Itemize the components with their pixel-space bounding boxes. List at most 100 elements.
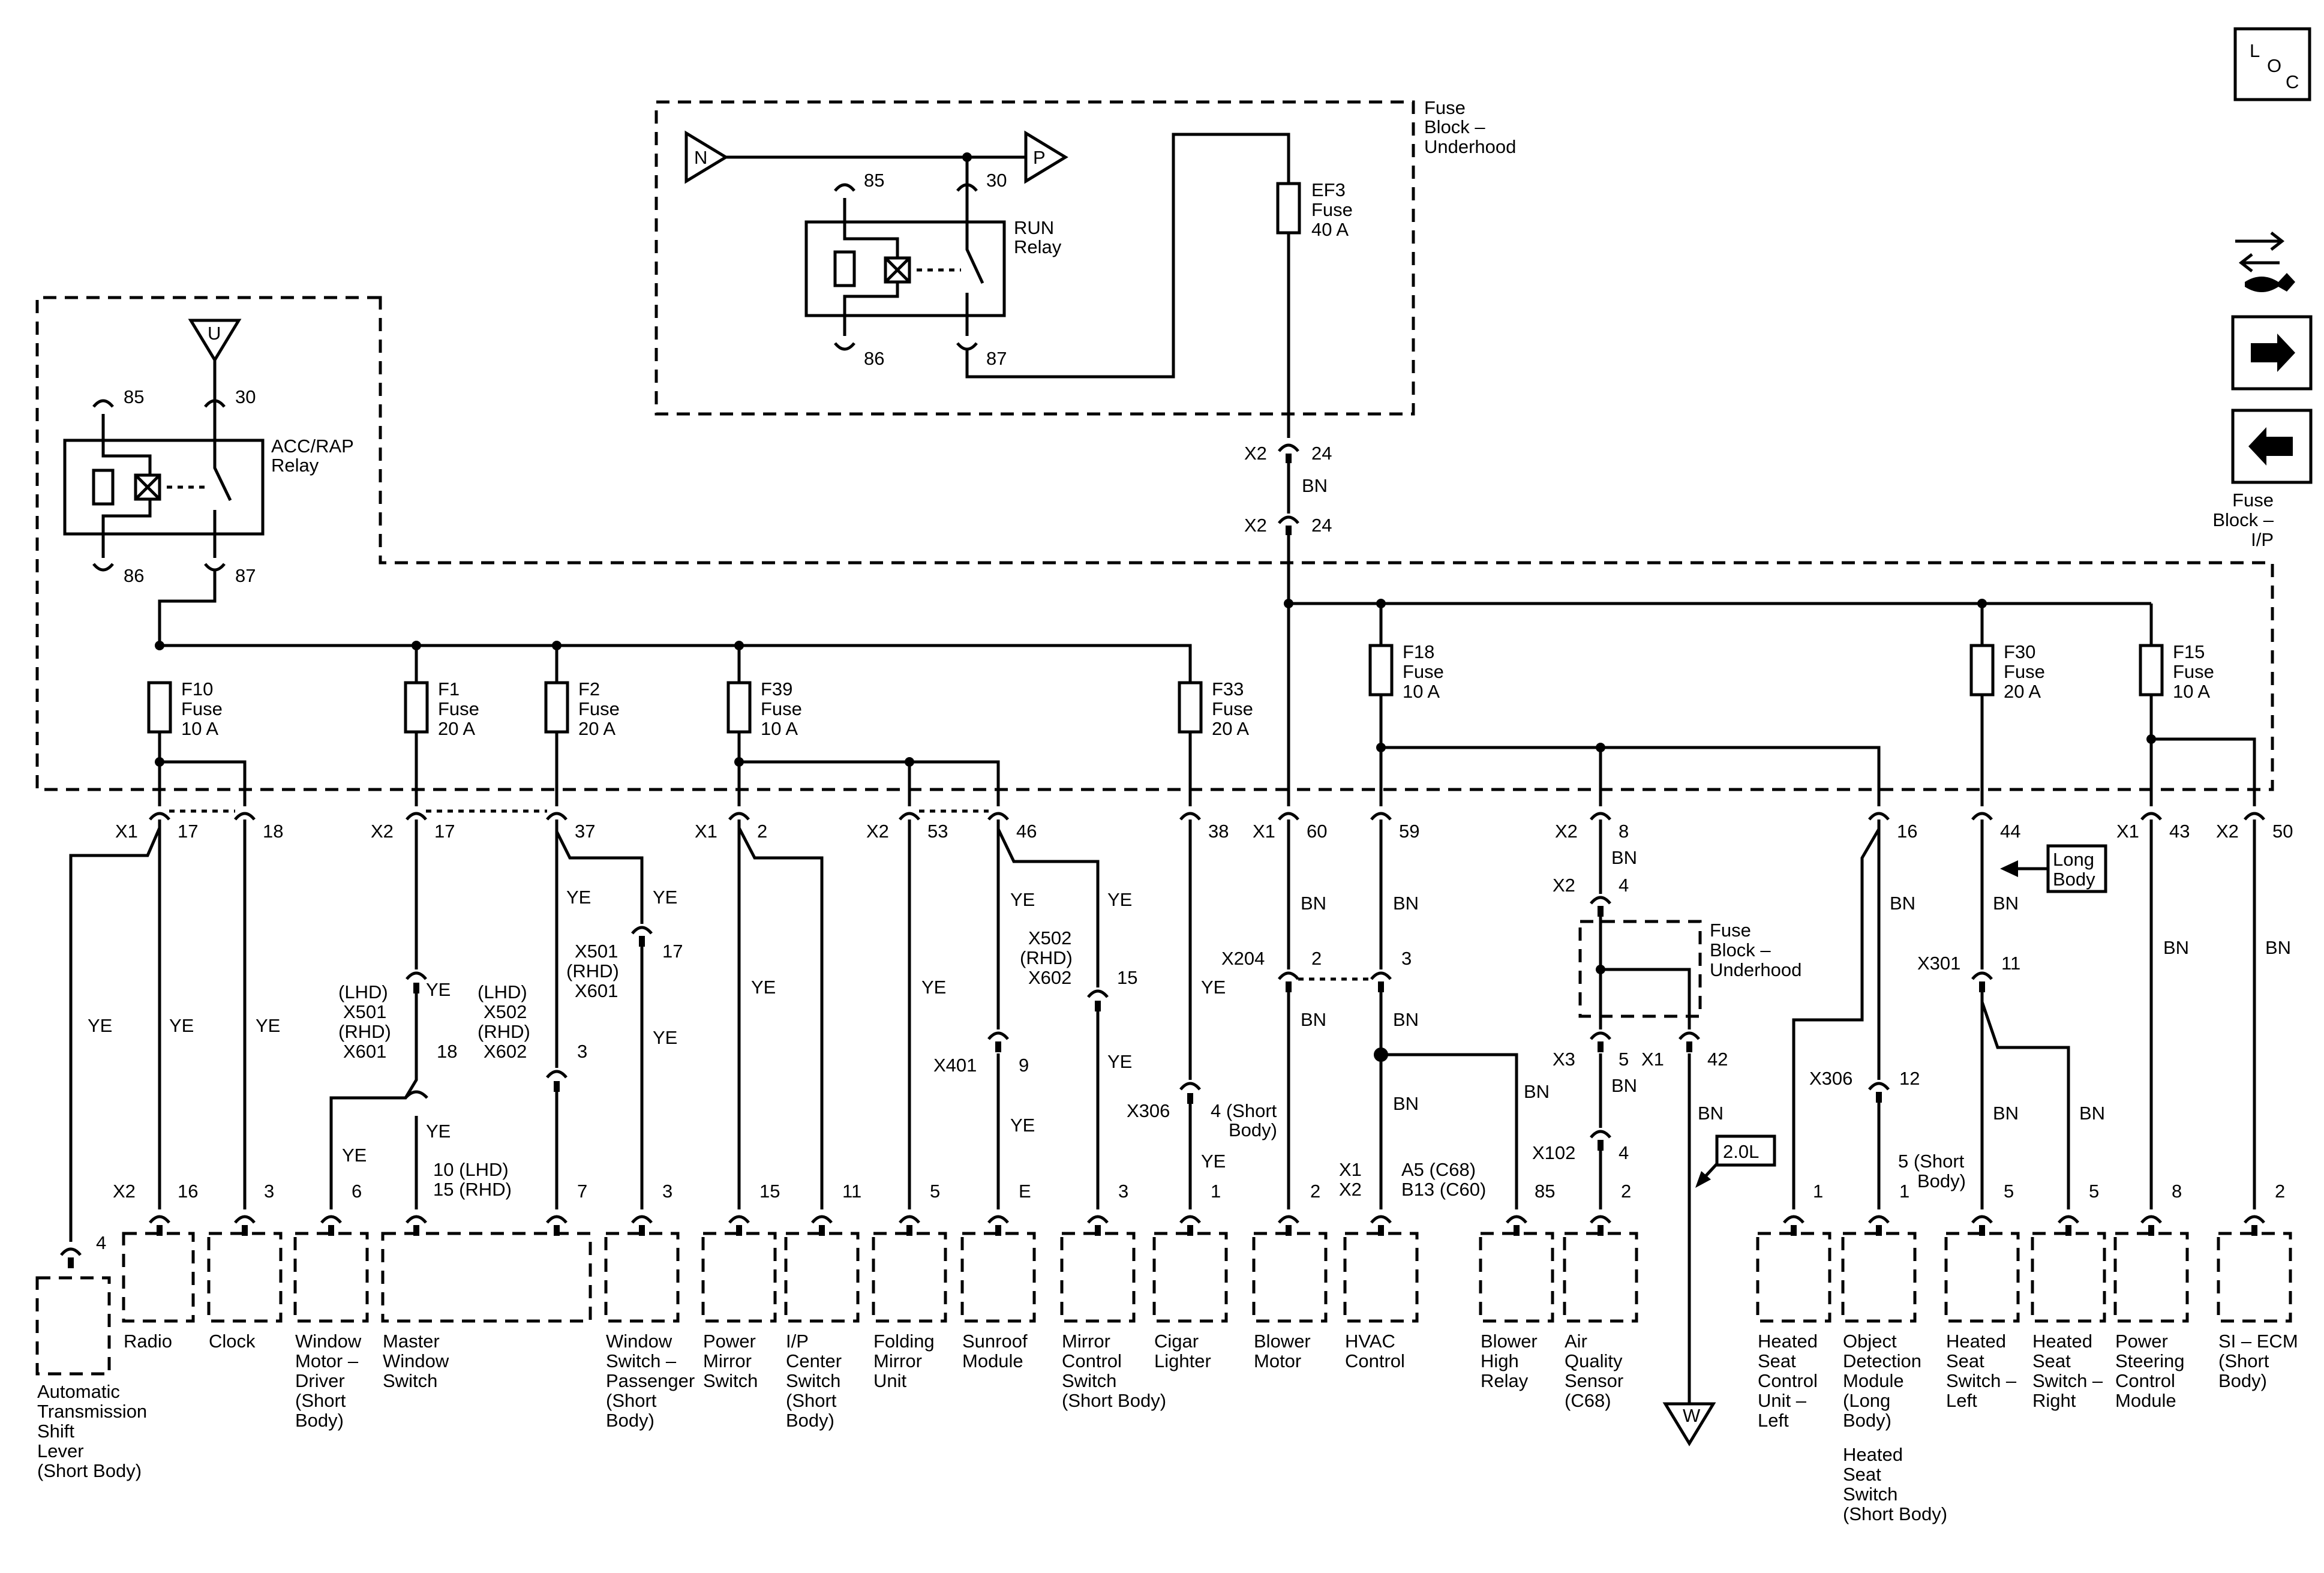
svg-text:3: 3: [577, 1041, 587, 1062]
svg-text:(RHD): (RHD): [1020, 947, 1073, 968]
svg-text:86: 86: [124, 565, 144, 586]
svg-text:X1: X1: [2116, 821, 2139, 842]
svg-text:4: 4: [1619, 875, 1629, 896]
svg-text:12: 12: [1899, 1068, 1920, 1089]
svg-text:X306: X306: [1809, 1068, 1852, 1089]
arrow-right-icon[interactable]: [2231, 315, 2313, 391]
svg-text:Block –: Block –: [2212, 509, 2274, 530]
wrench-swap-icon[interactable]: [2235, 232, 2295, 292]
component-label-line: Steering: [2115, 1350, 2184, 1371]
svg-text:C: C: [2286, 71, 2299, 92]
svg-text:Body: Body: [2053, 869, 2095, 890]
svg-text:BN: BN: [1698, 1103, 1724, 1124]
svg-text:3: 3: [662, 1181, 672, 1202]
svg-text:F10: F10: [181, 679, 213, 700]
component-label-line: Switch –: [2032, 1370, 2103, 1391]
component-outlines: [35, 1232, 2292, 1376]
svg-text:X401: X401: [933, 1055, 977, 1076]
svg-text:YE: YE: [1201, 1151, 1226, 1172]
component-label-line: I/P: [786, 1331, 809, 1352]
svg-text:85: 85: [124, 386, 144, 407]
svg-text:Underhood: Underhood: [1424, 136, 1516, 157]
circuit-wires: [69, 819, 2256, 1404]
svg-text:X1: X1: [695, 821, 717, 842]
svg-text:YE: YE: [426, 979, 451, 1000]
component-label-object-detection-module: ObjectDetectionModule(LongBody)HeatedSea…: [1843, 1331, 1947, 1524]
svg-text:11: 11: [2001, 953, 2020, 974]
svg-text:Fuse: Fuse: [1710, 920, 1751, 941]
svg-text:BN: BN: [2163, 937, 2189, 958]
run-relay: 85 30 86 87 RUN Relay: [804, 170, 1062, 369]
inline-connectors: [404, 896, 1993, 1151]
component-label-line: Window: [383, 1350, 449, 1371]
svg-text:18: 18: [437, 1041, 457, 1062]
component-label-line: Automatic: [37, 1381, 120, 1402]
svg-text:Fuse: Fuse: [578, 698, 620, 719]
svg-text:YE: YE: [653, 1027, 677, 1048]
component-label-line: Switch: [1843, 1484, 1897, 1505]
component-label-line: Seat: [1843, 1464, 1881, 1485]
engine-2-0l-badge: 2.0L: [1695, 1134, 1776, 1188]
svg-text:Fuse: Fuse: [1212, 698, 1253, 719]
svg-text:8: 8: [2172, 1181, 2182, 1202]
svg-text:2: 2: [757, 821, 767, 842]
component-label-line: Body): [295, 1410, 344, 1431]
component-label-line: Cigar: [1154, 1331, 1199, 1352]
component-label-line: Module: [2115, 1390, 2176, 1411]
svg-text:Body): Body): [1229, 1119, 1277, 1140]
svg-text:7: 7: [577, 1181, 587, 1202]
svg-text:3: 3: [1401, 948, 1412, 969]
svg-text:Fuse: Fuse: [2232, 490, 2274, 511]
svg-text:L: L: [2250, 40, 2260, 61]
svg-text:86: 86: [864, 348, 884, 369]
svg-text:Fuse: Fuse: [438, 698, 479, 719]
component-label-clock: Clock: [209, 1331, 256, 1352]
fuse-block-underhood-small: Fuse Block – Underhood: [1578, 920, 1801, 1018]
svg-text:10 A: 10 A: [761, 718, 798, 739]
svg-text:16: 16: [1897, 821, 1917, 842]
component-label-line: Heated: [2032, 1331, 2092, 1352]
loc-badge[interactable]: L O C: [2233, 27, 2311, 101]
svg-text:B13 (C60): B13 (C60): [1401, 1179, 1486, 1200]
terminal-n: N: [684, 130, 729, 184]
fuse-f39: F39 Fuse 10 A: [726, 679, 802, 739]
svg-text:X601: X601: [343, 1041, 386, 1062]
svg-text:BN: BN: [1393, 1009, 1419, 1030]
svg-text:2: 2: [1621, 1181, 1631, 1202]
svg-text:20 A: 20 A: [2004, 681, 2041, 702]
svg-text:59: 59: [1399, 821, 1419, 842]
svg-text:E: E: [1019, 1181, 1031, 1202]
svg-text:N: N: [694, 147, 707, 168]
component-label-line: Seat: [1758, 1350, 1796, 1371]
component-label-line: Folding: [873, 1331, 935, 1352]
svg-text:YE: YE: [751, 977, 776, 998]
svg-text:4 (Short: 4 (Short: [1211, 1100, 1277, 1121]
svg-text:42: 42: [1707, 1049, 1728, 1070]
svg-text:P: P: [1033, 147, 1046, 168]
svg-text:YE: YE: [1107, 1051, 1132, 1072]
wire-color-labels: YE YE YE YE YE YE YE YE YE YE YE YE YE Y…: [88, 847, 2291, 1172]
svg-text:X2: X2: [2216, 821, 2239, 842]
arrow-left-icon[interactable]: [2231, 409, 2313, 484]
component-label-line: Center: [786, 1350, 842, 1371]
component-label-line: (Short Body): [1843, 1503, 1947, 1524]
component-label-line: Module: [962, 1350, 1023, 1371]
component-label-line: Sunroof: [962, 1331, 1028, 1352]
svg-text:YE: YE: [256, 1015, 280, 1036]
component-label-line: Switch –: [1946, 1370, 2017, 1391]
component-label-line: Body): [606, 1410, 654, 1431]
svg-text:5: 5: [2089, 1181, 2099, 1202]
component-label-line: (Short: [606, 1390, 657, 1411]
component-label-line: Lever: [37, 1440, 84, 1461]
